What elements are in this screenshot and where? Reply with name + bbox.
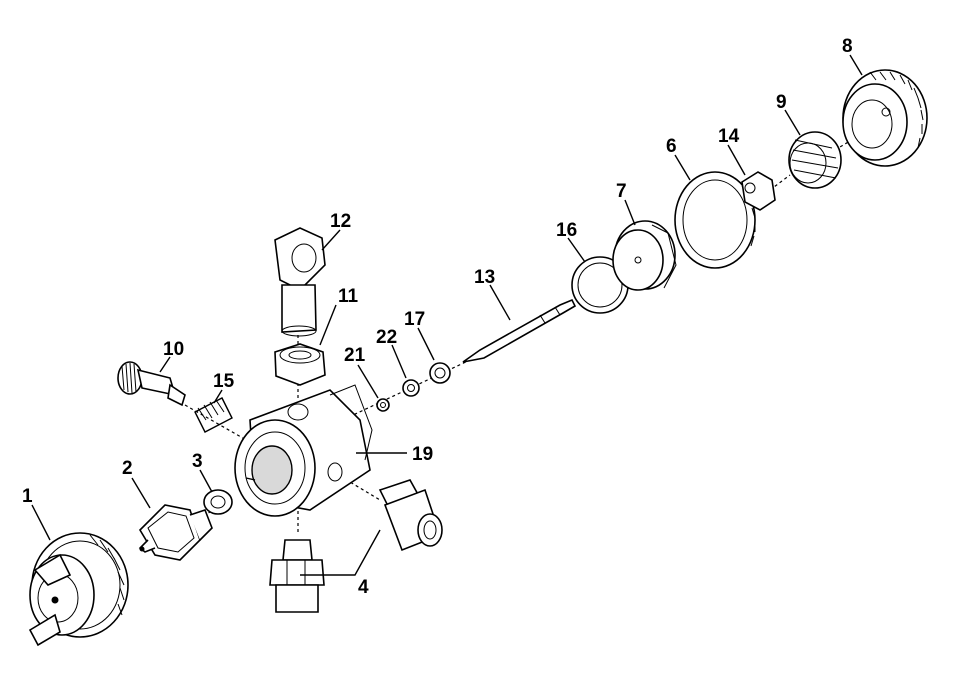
part-11-nut (274, 343, 326, 386)
label-part-4: 4 (358, 577, 369, 598)
label-part-9: 9 (776, 92, 787, 113)
label-part-10: 10 (163, 339, 184, 360)
part-14-hex-nut (741, 171, 776, 211)
label-part-14: 14 (718, 126, 740, 147)
label-part-21: 21 (344, 345, 366, 366)
part-4-fittings (269, 479, 443, 613)
part-21-o-ring (376, 398, 390, 412)
part-9-spring (788, 131, 842, 189)
part-13-needle (462, 298, 577, 363)
label-part-17: 17 (404, 309, 425, 330)
part-17-packing (429, 362, 451, 384)
label-part-3: 3 (192, 451, 203, 472)
part-10-adjust-knob (117, 361, 186, 407)
label-part-13: 13 (474, 267, 495, 288)
part-labels: 1 2 3 4 6 7 8 9 10 11 12 13 14 15 16 17 … (22, 36, 853, 598)
part-6-retaining-ring (674, 171, 756, 269)
part-1-air-cap (28, 532, 129, 647)
label-part-16: 16 (556, 220, 577, 241)
label-part-11: 11 (338, 286, 359, 307)
label-part-15: 15 (213, 371, 235, 392)
label-part-1: 1 (22, 486, 33, 507)
label-part-2: 2 (122, 458, 133, 479)
part-12-banjo-fitting (274, 227, 326, 337)
label-part-7: 7 (616, 181, 627, 202)
label-part-8: 8 (842, 36, 853, 57)
leader-lines (31, 54, 863, 576)
label-part-6: 6 (666, 136, 677, 157)
part-19-gun-body (234, 384, 373, 517)
label-part-19: 19 (412, 444, 433, 465)
part-22-washer (402, 379, 420, 397)
label-part-22: 22 (376, 327, 397, 348)
part-2-fluid-nozzle (138, 504, 213, 561)
part-15-spring (194, 397, 233, 433)
part-7-piston (612, 220, 677, 291)
part-3-washer (203, 489, 233, 515)
label-part-12: 12 (330, 211, 351, 232)
part-8-end-cap (842, 69, 928, 167)
